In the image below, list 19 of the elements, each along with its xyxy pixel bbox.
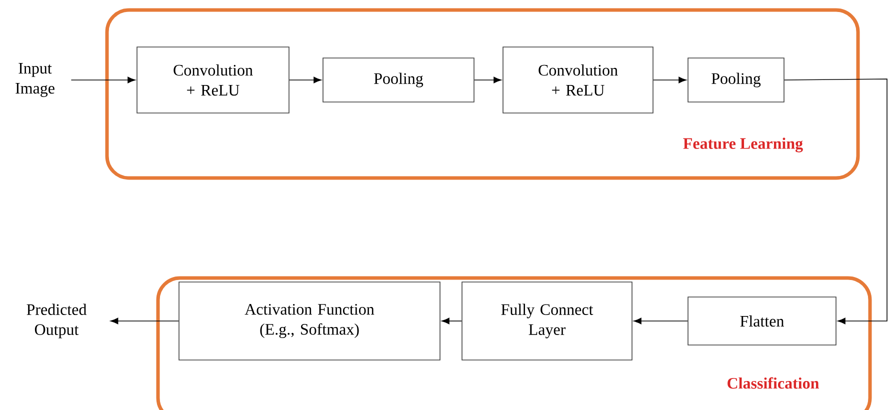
arrow [110,318,179,324]
process-box: Flatten [688,296,836,346]
arrow [70,76,136,84]
process-box: Fully Connect Layer [462,282,632,360]
group-heading: Classification [728,377,819,389]
process-box: Pooling [688,58,784,102]
process-box: Convolution + ReLU [136,46,290,114]
io-label: Predicted Output [26,304,87,338]
process-box: Activation Function (E.g., Softmax) [178,282,440,360]
arrow [289,76,322,84]
group-heading: Feature Learning [683,138,803,152]
arrow [474,76,502,84]
arrow [653,76,686,84]
process-box: Convolution + ReLU [502,46,654,114]
arrow [442,318,462,324]
process-box: Pooling [322,58,474,102]
arrow [784,78,888,324]
arrow [634,318,688,324]
io-label: Input Image [16,63,54,97]
